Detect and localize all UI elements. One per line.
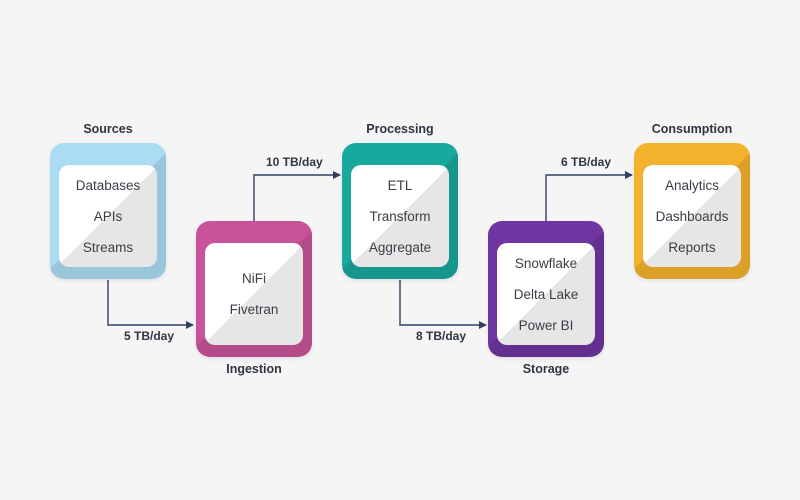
stage-item: Power BI (518, 317, 574, 333)
stage-item: Streams (82, 239, 134, 255)
stage-item: Dashboards (655, 208, 729, 224)
stage-items-processing: ETL Transform Aggregate (351, 165, 449, 267)
stage-card-ingestion: NiFi Fivetran (196, 221, 312, 357)
flow-connector-storage-consumption (545, 171, 633, 222)
stage-item: NiFi (242, 271, 266, 286)
stage-title-storage: Storage (522, 362, 570, 376)
flow-connector-ingestion-processing (253, 171, 341, 222)
stage-item: Fivetran (229, 302, 279, 317)
stage-item: APIs (93, 208, 123, 224)
flow-label-storage-consumption: 6 TB/day (561, 155, 612, 169)
stage-card-processing: ETL Transform Aggregate (342, 143, 458, 279)
flow-label-sources-ingestion: 5 TB/day (124, 329, 175, 343)
stage-items-ingestion: NiFi Fivetran (205, 243, 303, 345)
stage-item: Transform (369, 208, 431, 224)
stage-card-storage: Snowflake Delta Lake Power BI (488, 221, 604, 357)
flow-connector-processing-storage (399, 280, 487, 329)
stage-item: Snowflake (514, 255, 578, 271)
stage-title-consumption: Consumption (651, 122, 733, 136)
stage-item: Databases (75, 177, 141, 193)
stage-items-storage: Snowflake Delta Lake Power BI (497, 243, 595, 345)
stage-card-sources: Databases APIs Streams (50, 143, 166, 279)
stage-items-sources: Databases APIs Streams (59, 165, 157, 267)
flow-connector-sources-ingestion (107, 280, 194, 329)
stage-item: Analytics (664, 177, 720, 193)
flow-label-ingestion-processing: 10 TB/day (266, 155, 323, 169)
stage-item: Reports (668, 239, 716, 255)
stage-title-sources: Sources (83, 122, 133, 136)
flow-label-processing-storage: 8 TB/day (416, 329, 467, 343)
stage-title-processing: Processing (366, 122, 434, 136)
stage-card-consumption: Analytics Dashboards Reports (634, 143, 750, 279)
stage-title-ingestion: Ingestion (226, 362, 282, 376)
stage-item: Aggregate (368, 239, 432, 255)
stage-item: Delta Lake (513, 286, 579, 302)
stage-item: ETL (387, 177, 413, 193)
stage-items-consumption: Analytics Dashboards Reports (643, 165, 741, 267)
